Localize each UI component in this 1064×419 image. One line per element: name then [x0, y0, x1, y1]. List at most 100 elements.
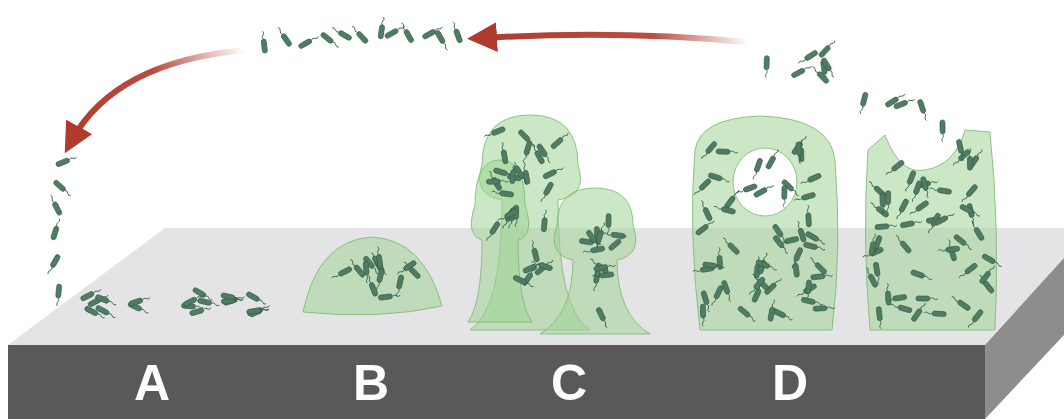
bacterium [869, 201, 890, 218]
bacterium [375, 268, 385, 291]
bacterium [500, 142, 509, 165]
bacterium [87, 293, 109, 308]
bacterium [716, 149, 738, 155]
bacterium [791, 64, 813, 79]
bacterium [765, 148, 780, 170]
bacterium [885, 283, 892, 305]
dispersal-cavity [733, 148, 797, 216]
bacterium [246, 291, 268, 306]
bacterium [183, 293, 205, 307]
bacterium [521, 141, 532, 164]
bacterium [721, 236, 740, 255]
bacterium [768, 299, 777, 322]
bacterium [772, 223, 788, 244]
bacterium [940, 120, 945, 142]
bacterium [491, 189, 513, 197]
bacterium [751, 272, 770, 291]
bacterium [536, 143, 552, 164]
cycle-arrow [482, 35, 745, 42]
bacterium [708, 172, 730, 184]
bacterium [895, 198, 909, 220]
bacterium [298, 34, 320, 49]
bacterium [920, 176, 931, 199]
bacterium [46, 254, 61, 276]
bacterium [485, 221, 501, 242]
bacterium [710, 285, 724, 307]
bacterium [350, 25, 369, 44]
bacterium [541, 210, 548, 232]
bacterium [917, 99, 929, 121]
bacterium [375, 246, 383, 268]
bacterium [959, 204, 981, 218]
bacterium [735, 183, 757, 195]
bacterium [958, 262, 978, 279]
bacterium [703, 262, 725, 270]
bacterium [246, 306, 269, 314]
bacterium [910, 269, 932, 281]
matrix-shape [865, 130, 996, 330]
bacterium [320, 32, 340, 49]
bacterium [550, 131, 570, 149]
bacterium [793, 192, 816, 203]
bacterium [748, 276, 766, 296]
bacterium [53, 179, 73, 197]
bacterium [50, 218, 61, 241]
bacterium [695, 219, 716, 236]
bacterium [589, 257, 609, 274]
bacterium [924, 310, 946, 317]
bacterium [699, 200, 713, 222]
bacteria [46, 17, 1003, 330]
bacterium [693, 178, 712, 197]
bacterium [596, 307, 610, 329]
bacterium [331, 26, 353, 41]
bacterium [260, 31, 268, 53]
bacterium [967, 203, 977, 226]
bacterium [331, 266, 353, 280]
bacterium [48, 194, 62, 216]
bacterium [487, 170, 503, 191]
bacterium [422, 25, 444, 40]
bacterium [890, 302, 913, 313]
stage-letter: A [134, 358, 170, 408]
bacterium [514, 205, 519, 227]
bacterium [821, 57, 837, 78]
bacterium [981, 253, 1003, 268]
bacterium [276, 26, 292, 47]
bacterium [876, 306, 883, 328]
bacterium [803, 242, 826, 252]
bacterium [894, 234, 912, 254]
bacterium [811, 273, 833, 280]
bacterium [700, 141, 718, 161]
bacterium [790, 247, 803, 269]
bacterium [772, 235, 789, 255]
bacterium [737, 305, 757, 323]
bacterium [813, 305, 835, 311]
bacterium [858, 92, 868, 115]
bacterium [791, 135, 808, 156]
bacterium [713, 204, 736, 214]
bacterium [801, 297, 824, 307]
bacterium [530, 240, 540, 263]
bacterium [542, 165, 564, 179]
bacterium [513, 275, 535, 289]
bacterium [869, 233, 877, 256]
bacterium [911, 301, 928, 322]
bacterium [900, 219, 923, 228]
bacterium [797, 50, 818, 66]
bacterium [751, 158, 763, 180]
bacterium [366, 275, 379, 297]
cycle-arrow [72, 50, 245, 140]
bacterium [55, 284, 62, 306]
bacterium [592, 269, 601, 292]
stage-letter: B [353, 358, 389, 408]
bacterium [700, 304, 705, 326]
bacterium [55, 154, 77, 167]
bacterium [95, 305, 117, 320]
bacterium [782, 185, 787, 207]
bacterium [592, 272, 614, 279]
bacterium [434, 30, 449, 52]
bacterium [938, 246, 960, 253]
bacterium [764, 56, 770, 78]
bacterium [594, 263, 617, 272]
